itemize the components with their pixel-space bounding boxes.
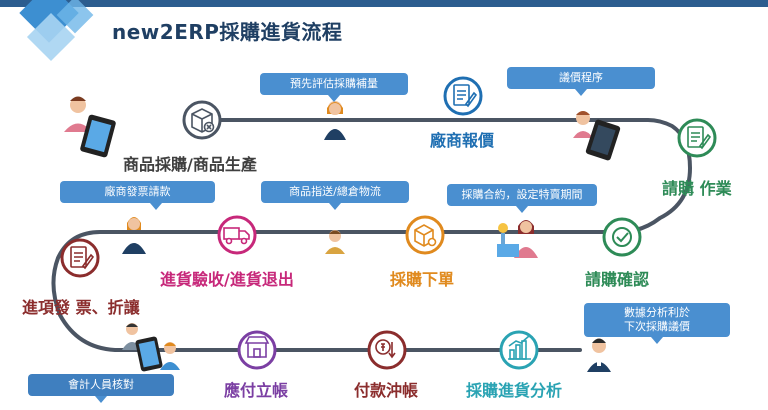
- step-label: 應付立帳: [224, 381, 289, 400]
- package-order-icon: [414, 224, 437, 247]
- note-bubble: 會計人員核對: [28, 374, 174, 403]
- step-node-7: [60, 238, 100, 278]
- shop-icon: [244, 336, 270, 358]
- check-circle-icon: [612, 227, 632, 247]
- step-label: 進貨驗收/進貨退出: [160, 270, 294, 289]
- step-label: 付款沖帳: [354, 381, 419, 400]
- person-analyst-icon: [587, 338, 611, 372]
- person-man-icon: [325, 230, 345, 254]
- quote-document-icon: [453, 84, 478, 108]
- step-node-1: [182, 100, 222, 140]
- bar-chart-icon: [508, 335, 531, 360]
- invoice-document-icon: [70, 246, 95, 270]
- step-label: 商品採購/商品生產: [123, 155, 257, 174]
- top-bar: [0, 0, 768, 7]
- page-title: new2ERP採購進貨流程: [112, 20, 343, 44]
- note-bubble: 預先評估採購補量: [260, 73, 408, 102]
- note-bubble: 數據分析利於 下次採購議價: [584, 303, 730, 343]
- step-label: 採購下單: [390, 270, 455, 289]
- step-label: 請購確認: [585, 270, 650, 289]
- person-woman-2-icon: [122, 217, 146, 254]
- step-label: 廠商報價: [430, 131, 495, 150]
- box-cancel-icon: [191, 108, 215, 133]
- note-bubble: 議價程序: [507, 67, 655, 96]
- logo-diamonds-icon: [19, 0, 94, 62]
- step-node-5: [405, 215, 445, 255]
- step-node-10: [499, 330, 539, 370]
- note-bubble: 採購合約，設定特賣期間: [447, 184, 597, 213]
- person-woman-icon: [324, 101, 346, 140]
- step-node-4: [602, 217, 642, 257]
- note-bubble: 廠商發票請款: [60, 181, 215, 210]
- coin-payment-icon: [375, 339, 396, 359]
- step-node-8: [237, 330, 277, 370]
- step-node-9: [367, 330, 407, 370]
- step-label: 進項發 票、折讓: [22, 298, 140, 317]
- delivery-truck-icon: [223, 227, 250, 245]
- request-form-icon: [687, 126, 712, 150]
- person-with-sign-icon: [497, 220, 538, 258]
- note-bubble-line: 數據分析利於: [624, 306, 690, 319]
- accountant-people-icon: [122, 323, 180, 372]
- person-with-phone-icon: [573, 111, 621, 161]
- note-bubble: 商品指送/總倉物流: [261, 181, 409, 210]
- step-label: 請購 作業: [662, 179, 732, 198]
- person-with-tablet-icon: [64, 96, 116, 158]
- step-node-2: [443, 76, 483, 116]
- step-label: 採購進貨分析: [466, 381, 563, 400]
- note-bubble-line: 下次採購議價: [624, 319, 690, 333]
- step-node-3: [677, 118, 717, 158]
- step-node-6: [217, 215, 257, 255]
